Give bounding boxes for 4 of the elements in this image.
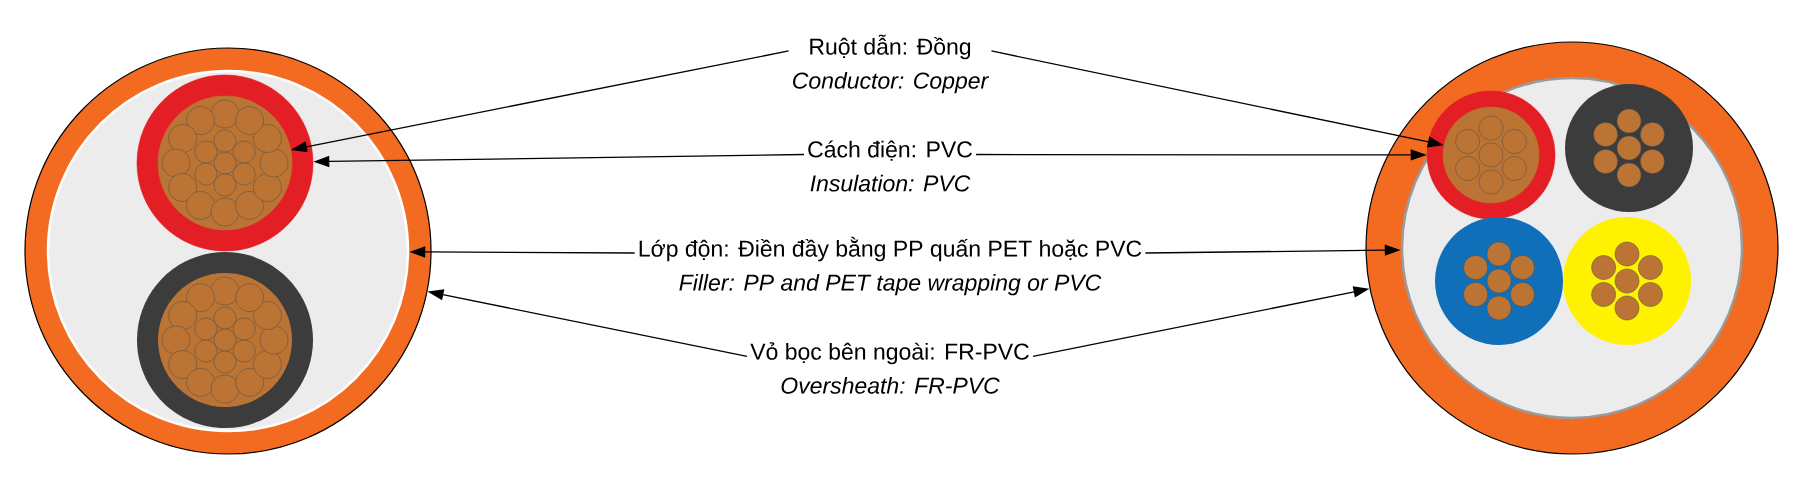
label-text: Cách điện: PVC Insulation: PVC xyxy=(808,140,972,192)
label-text: Ruột dẫn: Đồng Conductor: Copper xyxy=(793,34,989,94)
label-text: Lớp độn: Điền đầy bằng PP quấn PET hoặc PVC Filler: PP and PET tape wrapping or PVC xyxy=(639,236,1142,296)
label-text: Vỏ bọc bên ngoài: FR-PVC Oversheath: FR-PVC xyxy=(750,342,1029,394)
